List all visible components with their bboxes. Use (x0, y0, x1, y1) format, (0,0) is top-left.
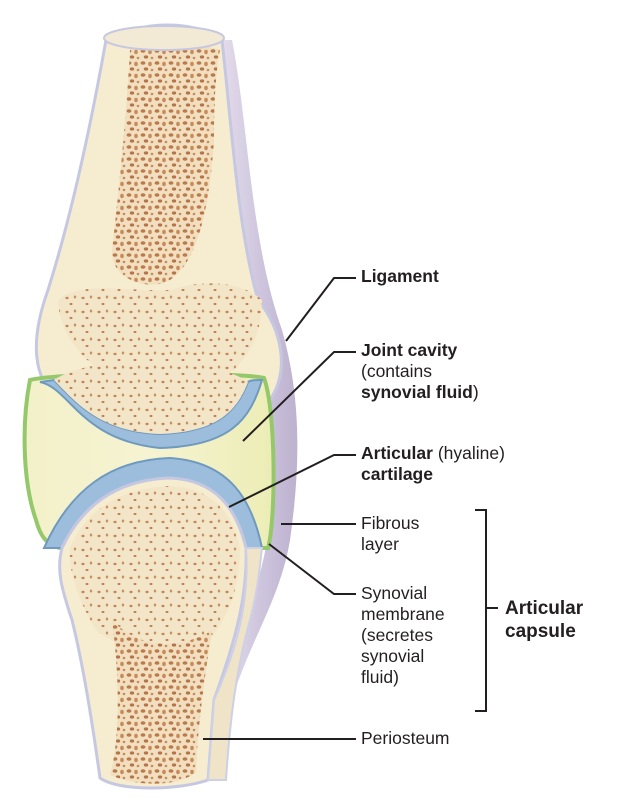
leader-articular-cartilage (228, 454, 356, 508)
label-ligament: Ligament (361, 266, 439, 286)
capsule-bracket (475, 509, 487, 712)
leader-synovial-membrane (268, 543, 356, 595)
leader-lines (203, 277, 498, 740)
leader-ligament (285, 277, 356, 342)
label-articular-capsule: Articular capsule (505, 598, 584, 642)
label-joint-cavity: Joint cavity (contains synovial fluid) (361, 340, 479, 402)
label-fibrous-layer: Fibrous layer (361, 513, 420, 554)
leader-joint-cavity (242, 351, 356, 442)
label-periosteum: Periosteum (361, 728, 450, 748)
label-articular-cartilage: Articular (hyaline) cartilage (361, 443, 505, 484)
label-synovial-membrane: Synovial membrane (secretes synovial flu… (361, 583, 445, 687)
